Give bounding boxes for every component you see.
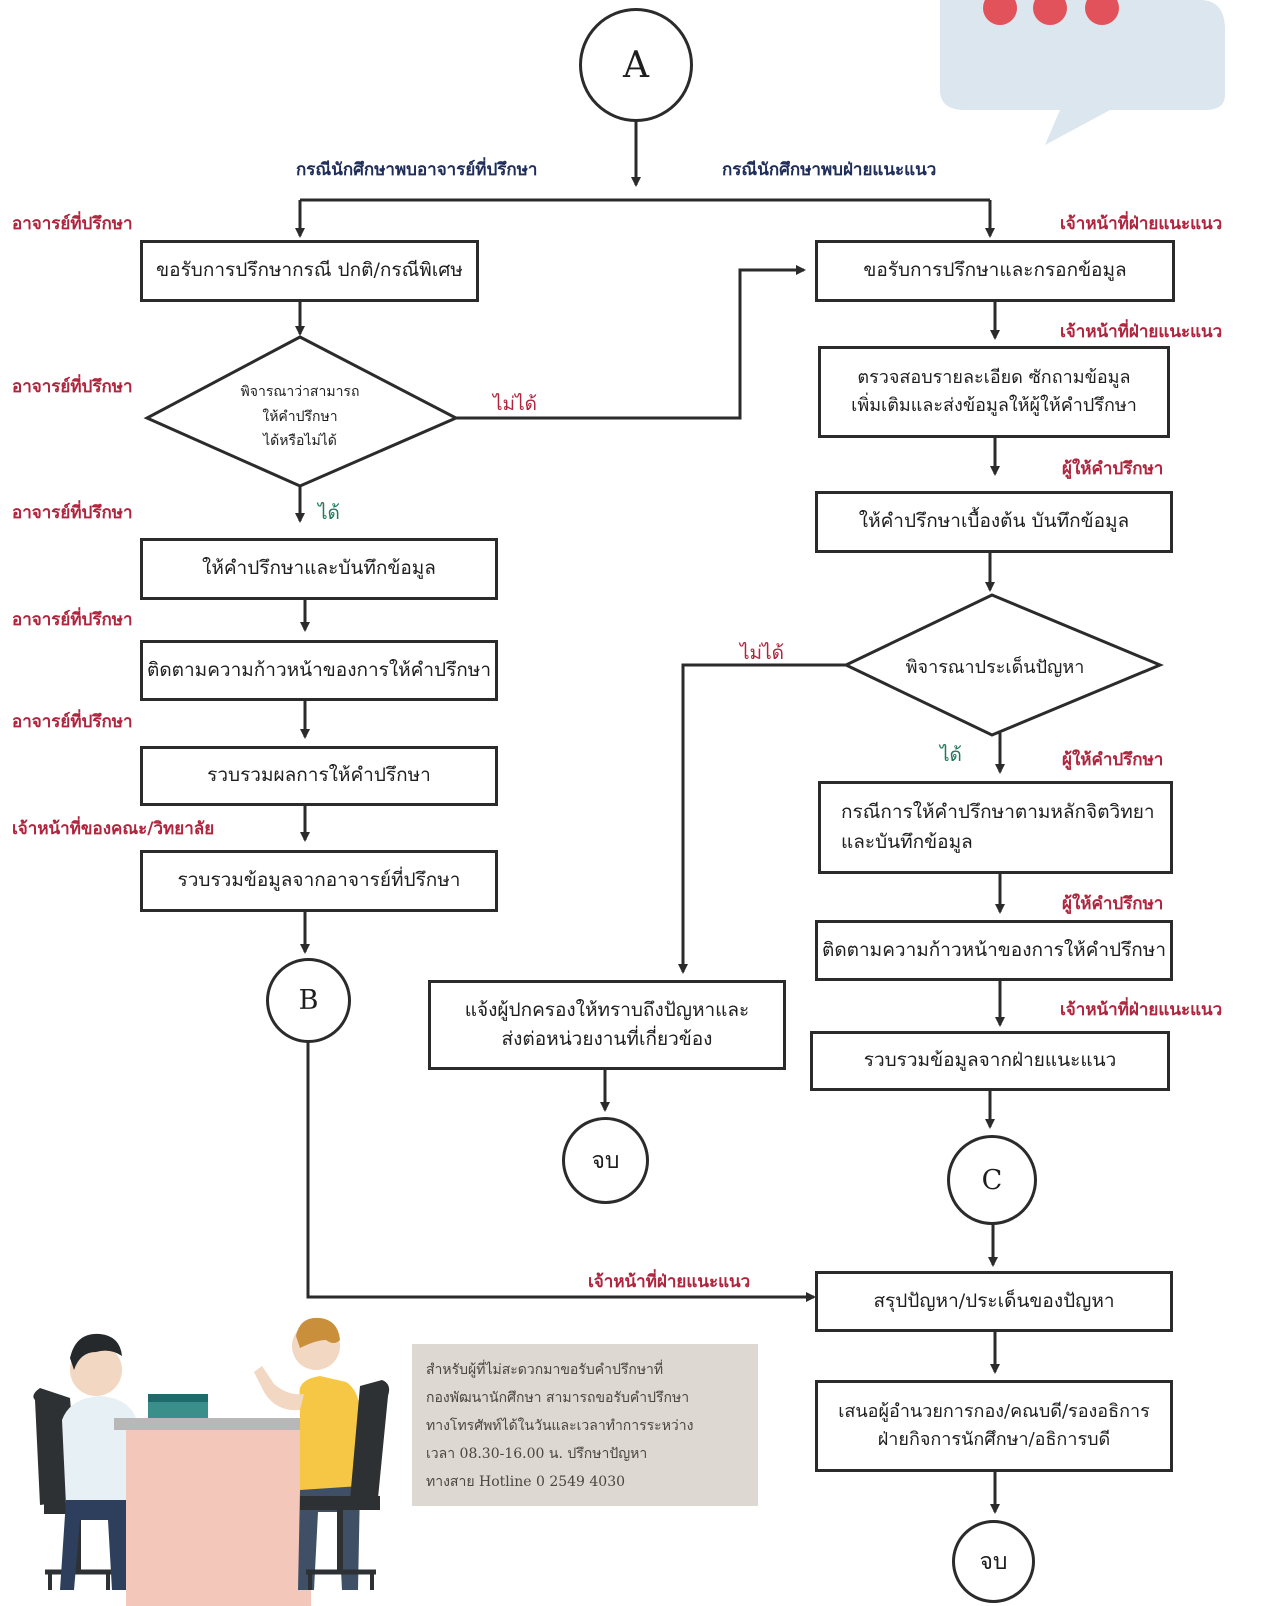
role-label: อาจารย์ที่ปรึกษา xyxy=(12,610,133,630)
role-label: เจ้าหน้าที่ของคณะ/วิทยาลัย xyxy=(12,819,215,839)
role-label: ผู้ให้คำปรึกษา xyxy=(1062,459,1164,479)
note-line: เวลา 08.30-16.00 น. ปรึกษาปัญหา xyxy=(426,1446,648,1462)
left-decision-yes-label: ได้ xyxy=(318,502,340,524)
role-label: อาจารย์ที่ปรึกษา xyxy=(12,377,133,397)
arrow-b-to-summary xyxy=(306,1030,816,1302)
role-label: เจ้าหน้าที่ฝ่ายแนะแนว xyxy=(588,1272,751,1292)
right-decision-no-label: ไม่ได้ xyxy=(740,642,784,664)
speech-bubble-icon xyxy=(940,0,1225,145)
summary-step: สรุปปัญหา/ประเด็นของปัญหา xyxy=(815,1271,1173,1332)
role-label: เจ้าหน้าที่ฝ่ายแนะแนว xyxy=(1060,214,1223,234)
left-decision-line: ให้คำปรึกษา xyxy=(262,408,338,425)
connector-c: C xyxy=(947,1135,1037,1225)
left-step-request-counseling: ขอรับการปรึกษากรณี ปกติ/กรณีพิเศษ xyxy=(140,240,479,302)
left-step-counsel-record: ให้คำปรึกษาและบันทึกข้อมูล xyxy=(140,538,498,600)
branch-label-guidance: กรณีนักศึกษาพบฝ่ายแนะแนว xyxy=(722,160,937,180)
right-decision-label: พิจารณาประเด็นปัญหา xyxy=(905,657,1085,678)
role-label: อาจารย์ที่ปรึกษา xyxy=(12,214,133,234)
left-decision-line: ได้หรือไม่ได้ xyxy=(263,433,337,449)
note-line: กองพัฒนานักศึกษา สามารถขอรับคำปรึกษา xyxy=(426,1390,690,1406)
left-decision-diamond xyxy=(143,335,460,488)
right-step-request-fill-data: ขอรับการปรึกษาและกรอกข้อมูล xyxy=(815,240,1175,302)
end-terminal-bottom: จบ xyxy=(952,1520,1035,1603)
left-decision-label: พิจารณาว่าสามารถ ให้คำปรึกษา ได้หรือไม่ไ… xyxy=(200,380,400,454)
right-decision-yes-label: ได้ xyxy=(940,744,962,766)
right-step-verify-details: ตรวจสอบรายละเอียด ซักถามข้อมูล เพิ่มเติม… xyxy=(818,346,1170,438)
note-line: สำหรับผู้ที่ไม่สะดวกมาขอรับคำปรึกษาที่ xyxy=(426,1362,664,1378)
right-step-compile-guidance-data: รวบรวมข้อมูลจากฝ่ายแนะแนว xyxy=(810,1031,1170,1091)
role-label: ผู้ให้คำปรึกษา xyxy=(1062,750,1164,770)
arrow-no-to-parent xyxy=(678,663,846,974)
propose-step: เสนอผู้อำนวยการกอง/คณบดี/รองอธิการ ฝ่ายก… xyxy=(815,1380,1173,1472)
right-step-psych-counseling: กรณีการให้คำปรึกษาตามหลักจิตวิทยา และบัน… xyxy=(818,781,1173,874)
role-label: เจ้าหน้าที่ฝ่ายแนะแนว xyxy=(1060,1000,1223,1020)
left-decision-line: พิจารณาว่าสามารถ xyxy=(240,384,360,400)
role-label: อาจารย์ที่ปรึกษา xyxy=(12,503,133,523)
left-step-compile-advisor-data: รวบรวมข้อมูลจากอาจารย์ที่ปรึกษา xyxy=(140,850,498,912)
hotline-note: สำหรับผู้ที่ไม่สะดวกมาขอรับคำปรึกษาที่ ก… xyxy=(412,1344,758,1506)
connector-b: B xyxy=(266,958,351,1043)
connector-a: A xyxy=(579,8,693,122)
note-line: ทางสาย Hotline 0 2549 4030 xyxy=(426,1474,626,1490)
left-decision-no-label: ไม่ได้ xyxy=(493,393,537,415)
branch-label-advisor: กรณีนักศึกษาพบอาจารย์ที่ปรึกษา xyxy=(296,160,538,180)
parent-notify-box: แจ้งผู้ปกครองให้ทราบถึงปัญหาและ ส่งต่อหน… xyxy=(428,980,786,1070)
right-step-initial-counseling: ให้คำปรึกษาเบื้องต้น บันทึกข้อมูล xyxy=(815,491,1173,553)
arrow-no-to-guidance xyxy=(456,265,806,420)
end-terminal-middle: จบ xyxy=(562,1117,649,1204)
role-label: ผู้ให้คำปรึกษา xyxy=(1062,894,1164,914)
right-decision-diamond xyxy=(842,593,1164,737)
right-step-follow-up: ติดตามความก้าวหน้าของการให้คำปรึกษา xyxy=(815,920,1173,981)
left-step-compile-results: รวบรวมผลการให้คำปรึกษา xyxy=(140,746,498,806)
role-label: เจ้าหน้าที่ฝ่ายแนะแนว xyxy=(1060,322,1223,342)
note-line: ทางโทรศัพท์ได้ในวันและเวลาทำการระหว่าง xyxy=(426,1418,694,1434)
counseling-illustration xyxy=(33,1317,390,1606)
left-step-follow-up: ติดตามความก้าวหน้าของการให้คำปรึกษา xyxy=(140,640,498,701)
role-label: อาจารย์ที่ปรึกษา xyxy=(12,712,133,732)
